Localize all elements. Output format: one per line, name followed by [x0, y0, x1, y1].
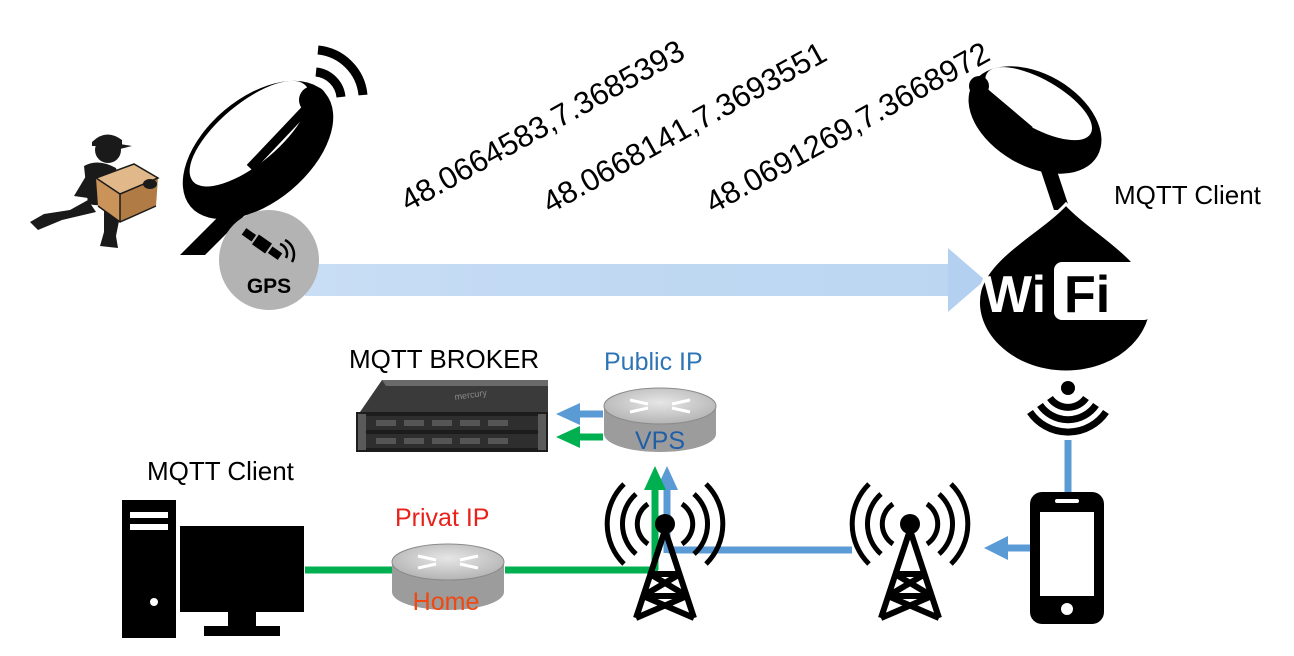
vps-label: VPS — [635, 427, 685, 455]
broker-label: MQTT BROKER — [349, 344, 539, 374]
private-ip-label: Privat IP — [395, 504, 489, 532]
broker-server-icon: mercury — [356, 380, 548, 452]
cell-tower-left-icon — [604, 482, 726, 621]
delivery-person-icon — [30, 134, 160, 248]
desktop-computer-icon — [122, 500, 304, 638]
coordinate-3: 48.0691269,7.3668972 — [699, 35, 995, 220]
phone-to-tower-link — [984, 536, 1030, 560]
satellite-dish-left-icon — [180, 45, 368, 255]
gps-data-arrow — [305, 248, 985, 312]
wifi-icon: Wi Fi — [977, 201, 1153, 374]
vps-broker-green-arrow — [556, 426, 603, 448]
gps-badge: GPS — [219, 210, 319, 310]
vps-broker-blue-arrow — [556, 403, 603, 425]
desktop-mqtt-client-label: MQTT Client — [147, 456, 295, 486]
smartphone-icon — [1030, 492, 1104, 624]
wifi-text-wi: Wi — [983, 266, 1046, 324]
vps-router-icon: VPS — [603, 387, 717, 455]
home-router-icon: Home — [391, 543, 505, 616]
public-ip-label: Public IP — [604, 348, 703, 376]
cell-tower-right-icon — [849, 482, 971, 621]
wifi-signal-icon — [1027, 381, 1109, 436]
satellite-dish-right-icon — [968, 66, 1102, 210]
satellite-icon — [241, 228, 283, 260]
gps-label: GPS — [247, 275, 291, 298]
mobile-mqtt-client-label: MQTT Client — [1114, 180, 1262, 210]
home-label: Home — [413, 588, 480, 616]
wifi-text-fi: Fi — [1064, 266, 1110, 324]
server-brand-text: mercury — [454, 387, 488, 401]
